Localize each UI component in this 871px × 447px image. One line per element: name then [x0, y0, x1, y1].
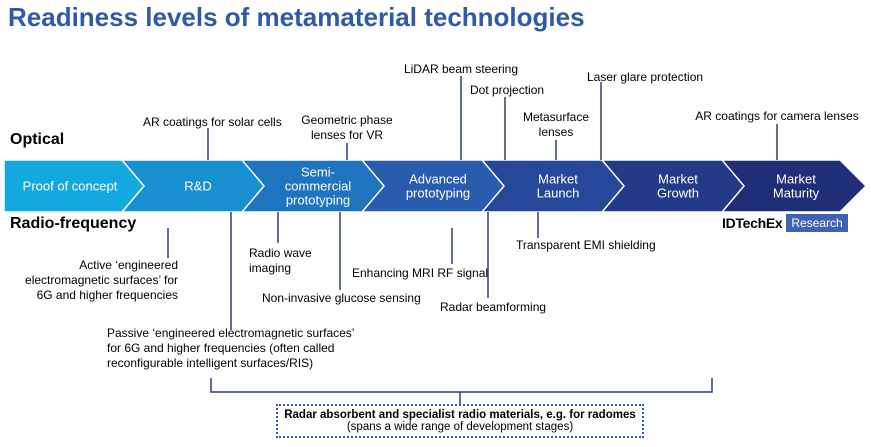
optical-row-label: Optical — [10, 131, 65, 148]
stage-label-market-maturity-line-1: Market — [776, 172, 816, 187]
annotation-ar-solar: AR coatings for solar cells — [143, 115, 282, 129]
stage-label-market-maturity-line-2: Maturity — [773, 186, 820, 201]
stage-label-market-launch-line-1: Market — [538, 172, 578, 187]
active-ems-line-1: Active ‘engineered — [79, 258, 178, 272]
annotation-metasurface: Metasurface lenses — [506, 110, 606, 140]
geometric-phase-line-1: Geometric phase — [301, 113, 393, 127]
stage-label-advanced-prototyping-line-2: prototyping — [406, 186, 470, 201]
annotation-mri: Enhancing MRI RF signal — [352, 266, 489, 280]
stage-label-market-growth-line-2: Growth — [657, 186, 699, 201]
radomes-sub-text: (spans a wide range of development stage… — [346, 421, 574, 433]
metasurface-line-2: lenses — [538, 125, 574, 139]
active-ems-line-2: electromagnetic surfaces’ for — [25, 273, 178, 287]
radomes-box: Radar absorbent and specialist radio mat… — [276, 404, 644, 438]
active-ems-line-3: 6G and higher frequencies — [36, 288, 178, 302]
passive-ems-line-1: Passive ‘engineered electromagnetic surf… — [107, 326, 355, 340]
stage-label-semi-commercial-prototyping-line-1: Semi- — [301, 165, 335, 180]
stage-arrow-market-maturity — [720, 159, 868, 213]
stage-label-semi-commercial-prototyping-line-3: prototyping — [286, 193, 350, 208]
geometric-phase-line-2: lenses for VR — [310, 128, 384, 142]
radomes-main-text: Radar absorbent and specialist radio mat… — [284, 409, 636, 421]
idtechex-logo: IDTechEx Research — [722, 214, 848, 232]
brand-name: IDTechEx — [722, 215, 783, 231]
annotation-glucose: Non-invasive glucose sensing — [262, 291, 421, 305]
stage-label-semi-commercial-prototyping-line-2: commercial — [285, 179, 352, 194]
annotation-lidar: LiDAR beam steering — [403, 62, 519, 76]
stage-label-proof-of-concept-line-1: Proof of concept — [23, 179, 118, 194]
annotation-dot-projection: Dot projection — [470, 83, 545, 97]
stage-label-market-launch-line-2: Launch — [537, 186, 580, 201]
passive-ems-line-3: reconfigurable intelligent surfaces/RIS) — [107, 356, 314, 370]
annotation-radio-wave: Radio wave imaging — [249, 246, 312, 276]
annotation-passive-ems: Passive ‘engineered electromagnetic surf… — [107, 326, 354, 371]
radio-wave-line-1: Radio wave — [249, 246, 312, 260]
annotation-emi: Transparent EMI shielding — [516, 238, 656, 252]
page-title: Readiness levels of metamaterial technol… — [8, 2, 585, 32]
annotation-laser-glare: Laser glare protection — [587, 70, 704, 84]
stage-label-market-growth-line-1: Market — [658, 172, 698, 187]
annotation-active-ems: Active ‘engineered electromagnetic surfa… — [25, 258, 178, 303]
annotation-ar-camera: AR coatings for camera lenses — [695, 109, 859, 123]
radomes-bracket — [210, 378, 713, 393]
stage-label-rd-line-1: R&D — [184, 179, 211, 194]
radio-frequency-row-label: Radio-frequency — [10, 215, 137, 232]
annotation-radar-beam: Radar beamforming — [440, 300, 547, 314]
metasurface-line-1: Metasurface — [522, 110, 590, 124]
radio-wave-line-2: imaging — [249, 261, 292, 275]
stage-label-advanced-prototyping-line-1: Advanced — [409, 172, 467, 187]
brand-tag: Research — [786, 214, 848, 232]
passive-ems-line-2: for 6G and higher frequencies (often cal… — [107, 341, 335, 355]
annotation-geometric-phase: Geometric phase lenses for VR — [291, 113, 403, 143]
